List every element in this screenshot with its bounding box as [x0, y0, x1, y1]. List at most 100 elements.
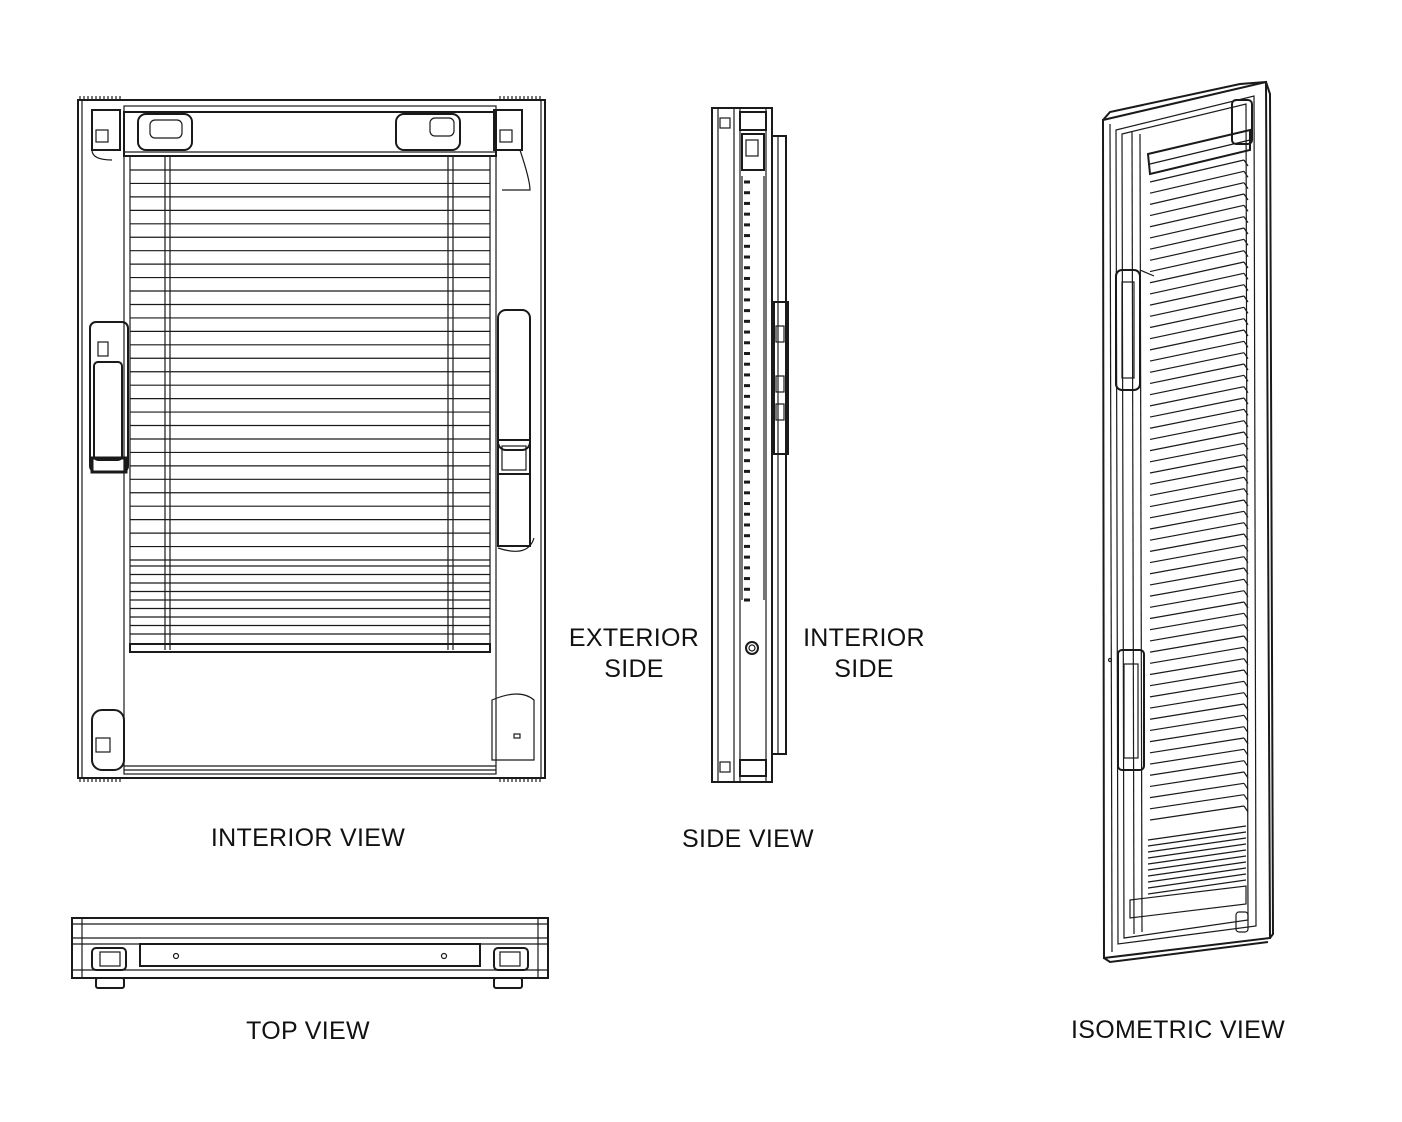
isometric-view-drawing	[1101, 80, 1275, 964]
iso-slat	[1149, 748, 1245, 765]
top-head-rail	[139, 943, 481, 967]
iso-slat	[1149, 578, 1245, 597]
iso-slat-tip	[1243, 681, 1249, 688]
iso-slat	[1149, 329, 1245, 351]
head-bracket-right	[395, 113, 461, 151]
iso-slat-tip	[1243, 647, 1249, 654]
iso-slat-tip	[1243, 397, 1249, 405]
iso-slat	[1149, 454, 1245, 474]
iso-slat-tip	[1243, 737, 1249, 745]
iso-slat-tip	[1243, 420, 1249, 427]
iso-slat-tip	[1243, 171, 1249, 178]
iso-slat	[1149, 669, 1245, 687]
interior-left-operator	[89, 321, 129, 474]
top-outer-frame	[71, 917, 549, 979]
iso-slat	[1149, 442, 1245, 463]
iso-slat-tip	[1243, 352, 1249, 359]
interior-bottom-rail	[129, 643, 491, 653]
iso-slat-tip	[1243, 533, 1249, 541]
iso-slat-tip	[1243, 760, 1249, 767]
iso-slat-tip	[1243, 658, 1249, 665]
iso-slat	[1149, 590, 1245, 608]
iso-slat-tip	[1243, 567, 1249, 575]
iso-slat-tip	[1243, 805, 1249, 813]
iso-slat-tip	[1243, 227, 1249, 235]
iso-slat	[1149, 250, 1245, 273]
iso-slat-tip	[1243, 749, 1249, 756]
interior-right-operator	[489, 309, 535, 552]
exterior-side-line-1: EXTERIOR	[568, 624, 700, 652]
iso-slat-tip	[1243, 613, 1249, 620]
interior-head-rail	[123, 111, 497, 157]
iso-slat	[1149, 703, 1245, 720]
iso-slat	[1149, 510, 1245, 530]
iso-slat	[1149, 295, 1245, 317]
iso-slat	[1149, 306, 1245, 329]
iso-stack-slat	[1147, 879, 1247, 895]
iso-slat-tip	[1243, 556, 1249, 563]
iso-slat	[1149, 635, 1245, 653]
iso-slat-tip	[1243, 443, 1249, 450]
iso-slat	[1149, 261, 1245, 284]
iso-slat	[1149, 499, 1245, 519]
iso-slat	[1149, 340, 1245, 362]
iso-top-handle	[1115, 269, 1155, 391]
iso-slat-tip	[1243, 579, 1249, 586]
iso-slat-tip	[1243, 715, 1249, 722]
iso-slat-tip	[1243, 545, 1249, 552]
iso-slat	[1149, 488, 1245, 508]
iso-slat-tip	[1243, 669, 1249, 677]
interior-view-drawing	[77, 96, 546, 782]
top-view-caption: TOP VIEW	[246, 1017, 370, 1045]
iso-slat	[1149, 170, 1245, 194]
iso-slat	[1149, 680, 1245, 698]
iso-slat-tip	[1243, 624, 1249, 631]
iso-slat	[1149, 782, 1245, 799]
iso-slat-tip	[1243, 239, 1249, 246]
iso-slat	[1149, 193, 1245, 217]
iso-slat-tip	[1243, 771, 1249, 779]
iso-stack-slat	[1147, 861, 1247, 877]
isometric-stacked-slats	[1147, 825, 1247, 895]
iso-slat-tip	[1243, 363, 1249, 371]
iso-slat	[1149, 624, 1245, 642]
iso-slat-tip	[1243, 216, 1249, 223]
side-view-drawing	[711, 107, 789, 783]
iso-slat	[1149, 805, 1245, 821]
iso-stack-slat	[1147, 867, 1247, 883]
iso-slat	[1149, 318, 1245, 340]
iso-stack-slat	[1147, 825, 1247, 841]
iso-slat	[1149, 646, 1245, 664]
interior-side-line-2: SIDE	[834, 655, 894, 683]
iso-stack-slat	[1147, 831, 1247, 847]
iso-slat	[1149, 533, 1245, 552]
iso-slat-tip	[1243, 386, 1249, 393]
iso-slat	[1149, 284, 1245, 306]
iso-slat	[1149, 771, 1245, 788]
iso-slat	[1149, 465, 1245, 485]
iso-slat	[1149, 227, 1245, 250]
iso-slat-tip	[1243, 726, 1249, 733]
iso-slat	[1149, 476, 1245, 496]
iso-slat-tip	[1243, 692, 1249, 699]
iso-slat	[1149, 544, 1245, 564]
side-handle	[773, 301, 789, 455]
exterior-side-line-2: SIDE	[604, 655, 664, 683]
iso-head-rail	[1146, 128, 1251, 176]
interior-side-line-1: INTERIOR	[803, 624, 925, 652]
iso-slat-tip	[1243, 703, 1249, 711]
iso-slat-tip	[1243, 454, 1249, 461]
interior-blind-slats	[130, 169, 490, 561]
iso-slat	[1149, 737, 1245, 754]
iso-slat-tip	[1243, 431, 1249, 439]
iso-slat	[1149, 726, 1245, 743]
iso-slat	[1149, 431, 1245, 452]
iso-slat-tip	[1243, 375, 1249, 382]
side-slat-edges	[744, 180, 750, 602]
iso-slat-tip	[1243, 409, 1249, 416]
iso-slat-tip	[1243, 182, 1249, 189]
iso-slat	[1149, 363, 1245, 385]
iso-slat	[1149, 272, 1245, 295]
corner-ticks	[79, 96, 541, 782]
